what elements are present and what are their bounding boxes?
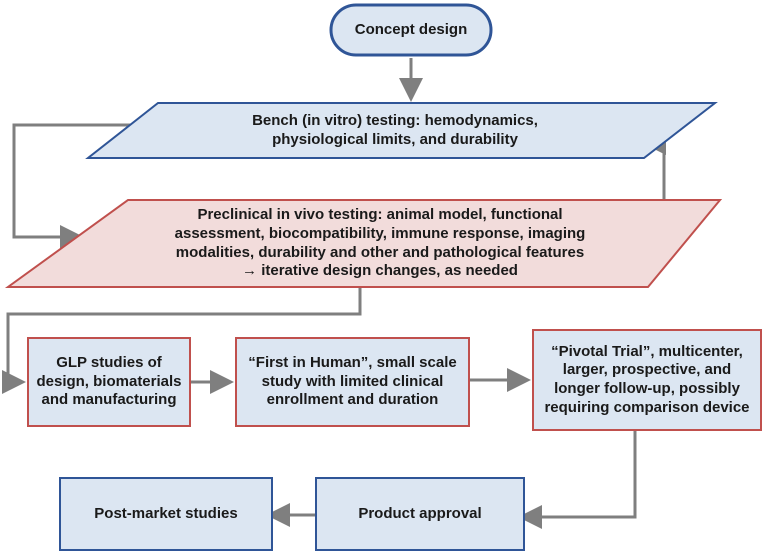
arrow-bench-to-preclinical [12, 123, 160, 249]
fih-line-2: study with limited clinical [261, 372, 444, 390]
pivotal-line-2: larger, prospective, and [562, 361, 732, 379]
glp-line-1: GLP studies of [56, 353, 162, 371]
first-in-human-label: “First in Human”, small scale study with… [236, 338, 469, 426]
preclinical-line-4: → iterative design changes, as needed [242, 262, 518, 280]
product-approval-label: Product approval [316, 478, 524, 550]
product-approval-shape [315, 477, 525, 551]
post-market-label: Post-market studies [60, 478, 272, 550]
glp-studies-shape [27, 337, 191, 427]
preclinical-line-3: modalities, durability and other and pat… [175, 243, 585, 261]
concept-design-shape [329, 3, 493, 57]
post-market-shape [59, 477, 273, 551]
pivotal-line-1: “Pivotal Trial”, multicenter, [551, 342, 743, 360]
pivotal-line-3: longer follow-up, possibly [554, 380, 740, 397]
concept-design-text: Concept design [354, 20, 468, 38]
arrow-pivotal-to-approval [518, 430, 637, 529]
bench-testing-shape [85, 102, 718, 159]
pivotal-line-4: requiring comparison device [544, 398, 750, 416]
approval-text: Product approval [358, 504, 482, 522]
connectors [2, 58, 666, 529]
first-in-human-shape [235, 337, 470, 427]
preclinical-testing-shape [4, 199, 723, 288]
glp-line-2: design, biomaterials [36, 372, 182, 390]
pivotal-trial-label: “Pivotal Trial”, multicenter, larger, pr… [533, 330, 761, 430]
arrow-preclinical-to-glp [2, 287, 362, 394]
bench-line-2: physiological limits, and durability [272, 130, 518, 148]
fih-line-1: “First in Human”, small scale [248, 353, 457, 371]
concept-design-label: Concept design [331, 5, 491, 55]
preclinical-line-2: assessment, biocompatibility, immune res… [174, 224, 586, 242]
glp-line-3: and manufacturing [41, 391, 177, 409]
fih-line-3: enrollment and duration [266, 391, 439, 409]
glp-studies-label: GLP studies of design, biomaterials and … [28, 338, 190, 426]
bench-line-1: Bench (in vitro) testing: hemodynamics, [252, 111, 538, 129]
preclinical-testing-label: Preclinical in vivo testing: animal mode… [100, 200, 660, 287]
preclinical-line-1: Preclinical in vivo testing: animal mode… [197, 206, 563, 223]
post-market-text: Post-market studies [94, 504, 238, 522]
pivotal-trial-shape [532, 329, 762, 431]
bench-testing-label: Bench (in vitro) testing: hemodynamics, … [150, 103, 640, 158]
